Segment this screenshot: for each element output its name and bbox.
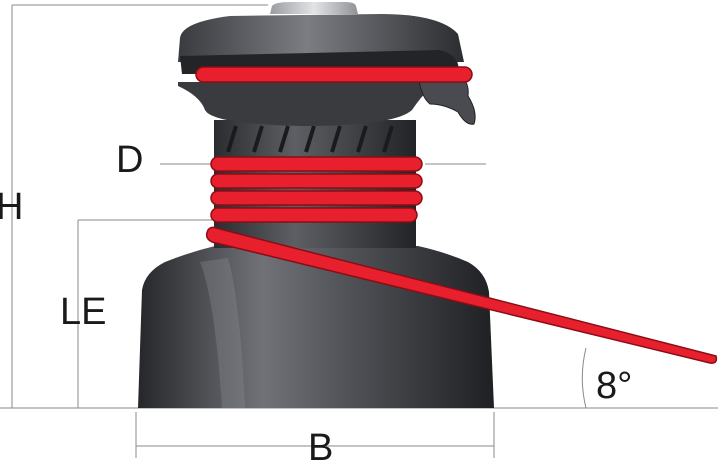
drum-diameter-label: D [116, 139, 143, 181]
rope [195, 66, 718, 364]
rope-top-wrap [195, 66, 473, 83]
winch-top-cap [270, 2, 358, 14]
rope-lead-out [205, 226, 718, 364]
height-label: H [0, 186, 23, 228]
winch-flange [178, 82, 430, 126]
rope-wrap-1 [210, 156, 423, 172]
stripper-arm [417, 69, 476, 125]
angle-label: 8° [596, 365, 632, 407]
rope-wrap-4 [210, 207, 418, 223]
rope-wrap-2 [210, 173, 423, 189]
angle-arc [581, 347, 587, 409]
drum-ribs [226, 125, 394, 153]
winch-base-highlight [200, 258, 245, 408]
winch-base [138, 246, 494, 408]
base-label: B [308, 427, 333, 462]
rope-wrap-3 [210, 190, 423, 206]
self-tailing-top [178, 14, 464, 62]
line-entry-label: LE [60, 291, 106, 333]
